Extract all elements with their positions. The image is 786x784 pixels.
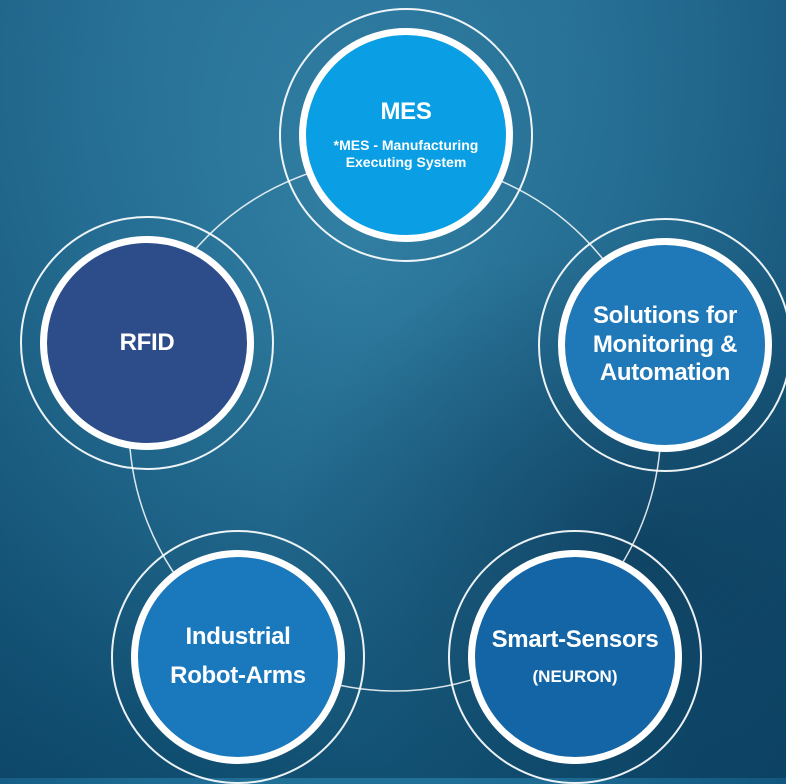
node-mes-outer-ring [279, 8, 533, 262]
node-rfid-outer-ring [20, 216, 274, 470]
node-mes-subtitle-line2: Executing System [345, 154, 467, 171]
node-solutions-line2: Monitoring & [592, 330, 738, 358]
node-solutions-circle: Solutions for Monitoring & Automation [558, 238, 772, 452]
node-smart-sensors-subtitle: (NEURON) [532, 667, 618, 687]
node-mes-title: MES [380, 98, 432, 126]
node-robot-arms-circle: Industrial Robot-Arms [131, 550, 345, 764]
node-solutions-line1: Solutions for [592, 301, 738, 329]
node-robot-arms: Industrial Robot-Arms [111, 530, 365, 784]
node-robot-arms-line1: Industrial [185, 623, 291, 651]
node-rfid-title: RFID [119, 328, 175, 356]
node-solutions-line3: Automation [599, 359, 731, 387]
node-solutions-outer-ring [538, 218, 786, 472]
node-rfid-circle: RFID [40, 236, 254, 450]
node-smart-sensors-circle: Smart-Sensors (NEURON) [468, 550, 682, 764]
node-robot-arms-line2: Robot-Arms [170, 662, 306, 689]
node-mes: MES *MES - Manufacturing Executing Syste… [279, 8, 533, 262]
node-mes-circle: MES *MES - Manufacturing Executing Syste… [299, 28, 513, 242]
node-smart-sensors: Smart-Sensors (NEURON) [448, 530, 702, 784]
node-rfid: RFID [20, 216, 274, 470]
node-solutions: Solutions for Monitoring & Automation [538, 218, 786, 472]
node-mes-subtitle-line1: *MES - Manufacturing [333, 136, 479, 153]
node-smart-sensors-title: Smart-Sensors [491, 626, 659, 654]
